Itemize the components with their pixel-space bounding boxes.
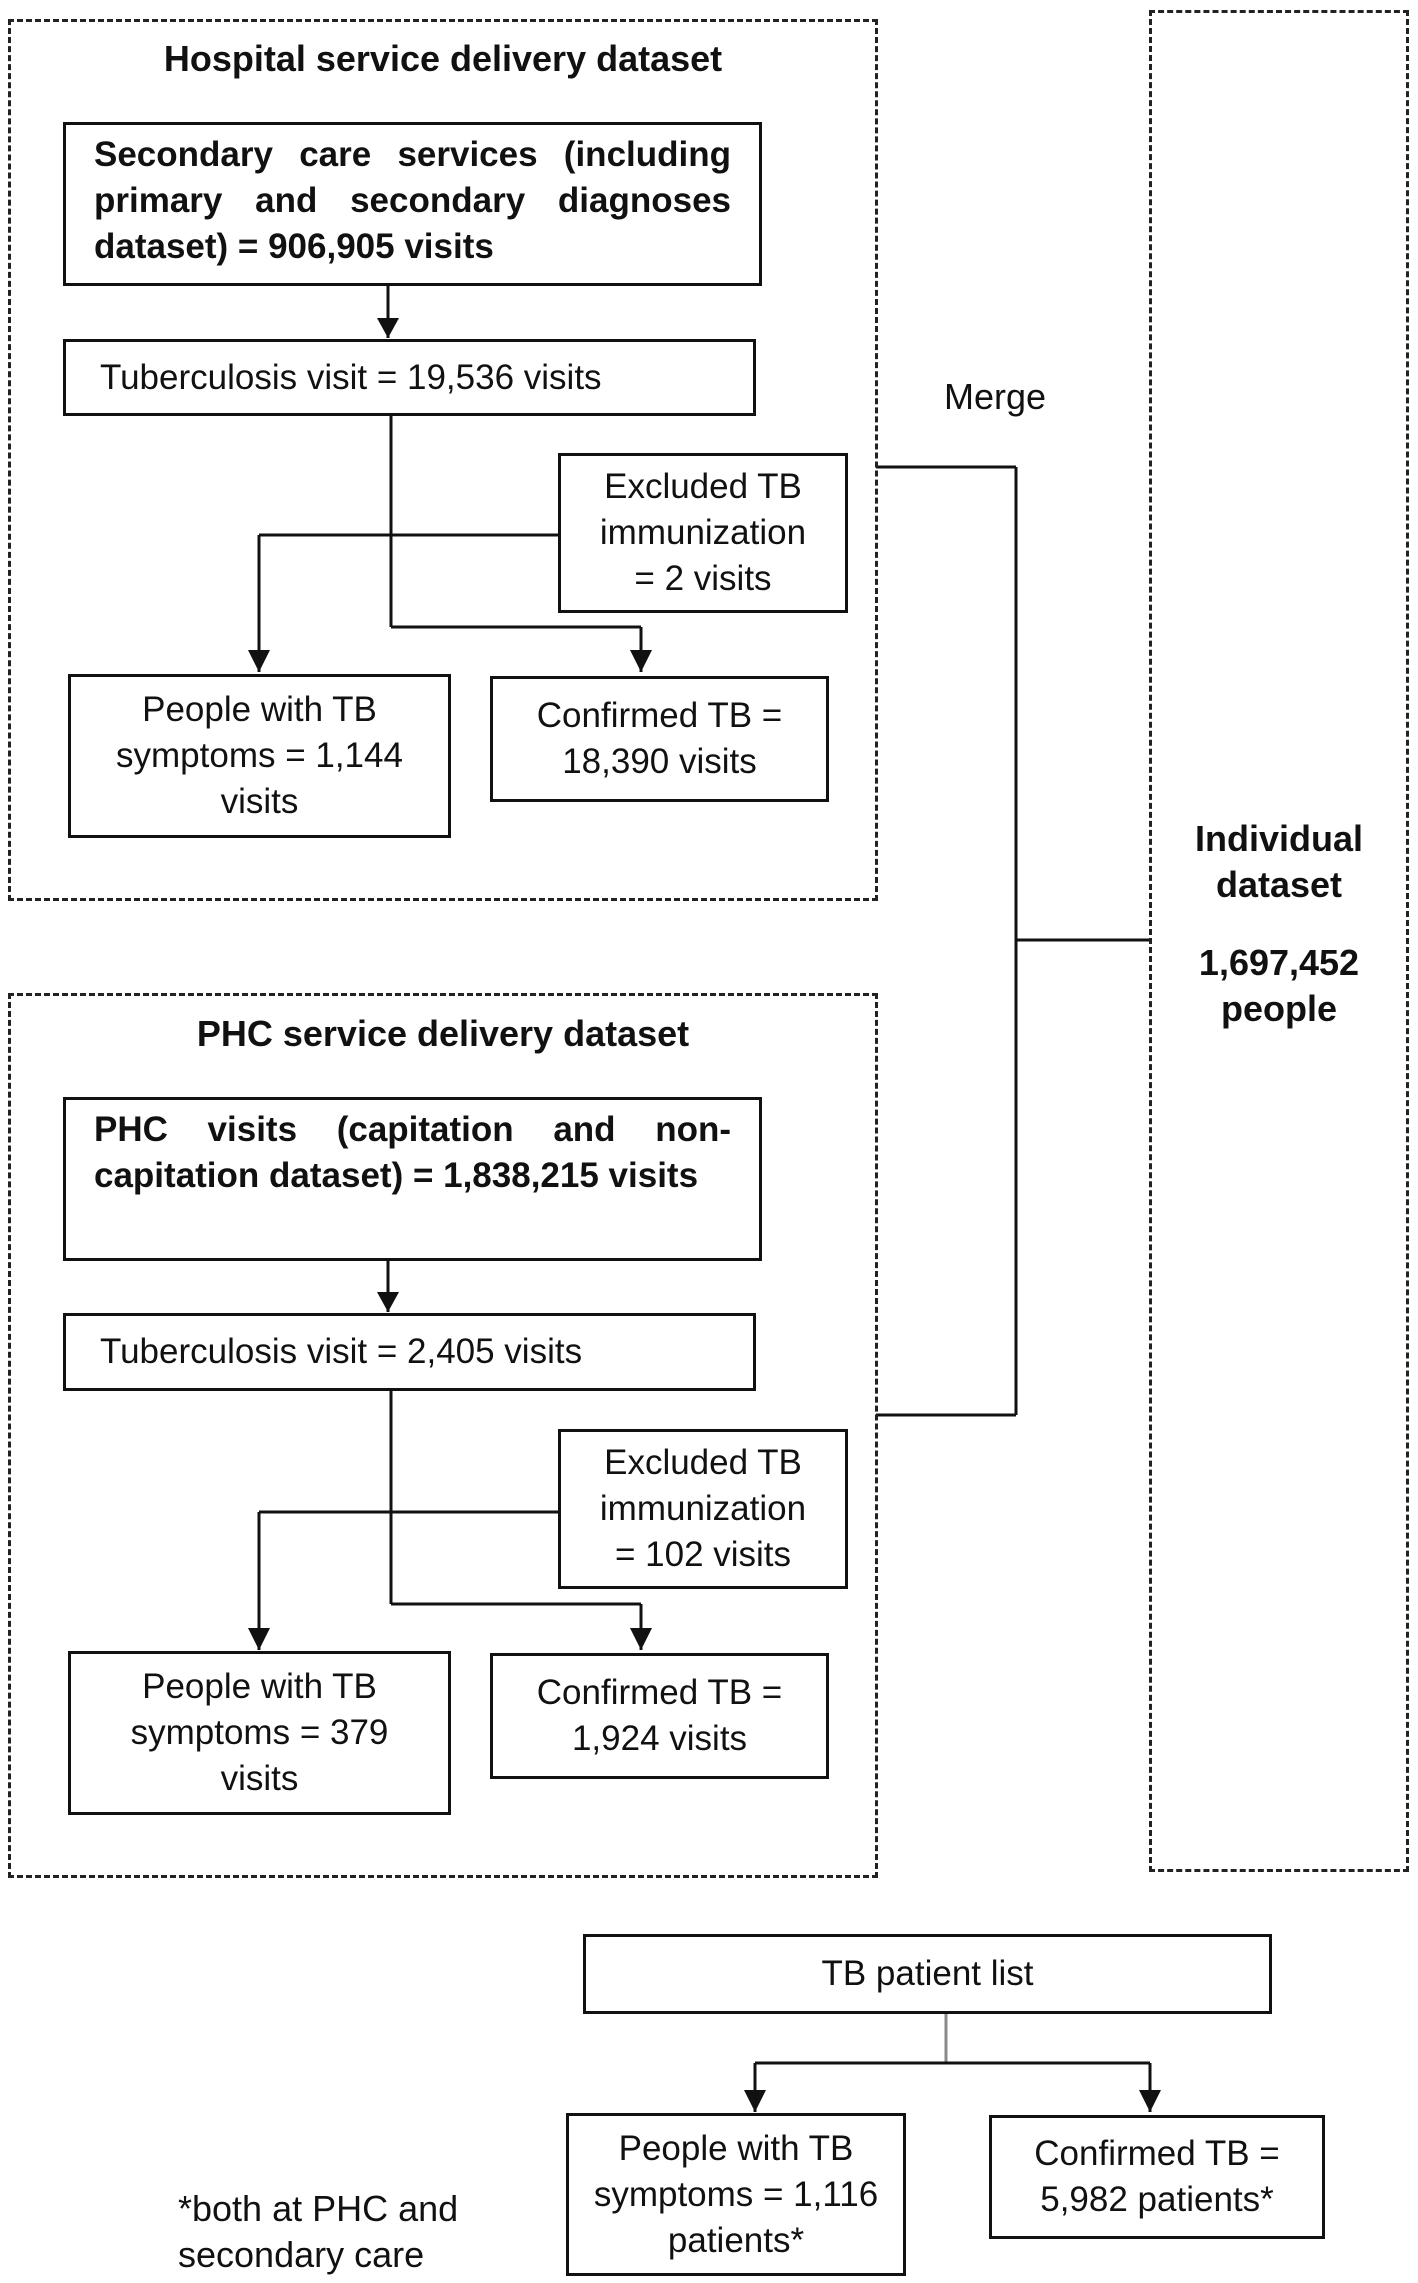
individual-dataset-title: Individual dataset	[1194, 818, 1363, 905]
phc-visits-text: PHC visits (capitation and non-capitatio…	[94, 1110, 731, 1195]
individual-dataset-frame	[1149, 10, 1409, 1872]
hospital-excluded-box: Excluded TB immunization = 2 visits	[558, 453, 848, 613]
phc-excluded-box: Excluded TB immunization = 102 visits	[558, 1429, 848, 1589]
tb-patient-list-text: TB patient list	[821, 1954, 1034, 1993]
hospital-symptoms-text: People with TB symptoms = 1,144 visits	[116, 690, 403, 821]
arrow-phc-confirmed	[630, 1628, 652, 1650]
hospital-tb-visit-box: Tuberculosis visit = 19,536 visits	[63, 339, 756, 416]
secondary-care-services-box: Secondary care services (including prima…	[63, 122, 762, 286]
patient-symptoms-text: People with TB symptoms = 1,116 patients…	[593, 2128, 879, 2260]
hospital-dataset-frame	[8, 19, 878, 901]
patient-symptoms-box: People with TB symptoms = 1,116 patients…	[566, 2113, 906, 2276]
arrow-patient-confirmed	[1139, 2090, 1161, 2112]
phc-symptoms-text: People with TB symptoms = 379 visits	[130, 1667, 389, 1798]
arrow-patient-symptoms	[744, 2090, 766, 2112]
phc-tb-visit-box: Tuberculosis visit = 2,405 visits	[63, 1313, 756, 1391]
arrow-phc-symptoms	[248, 1628, 270, 1650]
hospital-confirmed-text: Confirmed TB = 18,390 visits	[536, 696, 783, 781]
arrow-phc-visits-to-tb	[377, 1292, 399, 1312]
patient-confirmed-text: Confirmed TB = 5,982 patients*	[1034, 2134, 1280, 2219]
hospital-symptoms-box: People with TB symptoms = 1,144 visits	[68, 674, 451, 838]
phc-dataset-frame	[8, 993, 878, 1878]
arrow-hosp-confirmed	[630, 650, 652, 672]
phc-confirmed-text: Confirmed TB = 1,924 visits	[536, 1673, 783, 1758]
phc-excluded-text: Excluded TB immunization = 102 visits	[599, 1443, 807, 1574]
individual-dataset-count: 1,697,452 people	[1198, 942, 1360, 1029]
footnote: *both at PHC and secondary care	[178, 2188, 459, 2275]
tb-patient-list-box: TB patient list	[583, 1934, 1272, 2014]
merge-label: Merge	[944, 376, 1047, 417]
hospital-tb-visit-text: Tuberculosis visit = 19,536 visits	[100, 357, 602, 397]
patient-confirmed-box: Confirmed TB = 5,982 patients*	[989, 2115, 1325, 2239]
phc-symptoms-box: People with TB symptoms = 379 visits	[68, 1651, 451, 1815]
phc-dataset-title: PHC service delivery dataset	[196, 1013, 690, 1054]
hospital-confirmed-box: Confirmed TB = 18,390 visits	[490, 676, 829, 802]
phc-tb-visit-text: Tuberculosis visit = 2,405 visits	[100, 1332, 583, 1371]
hospital-excluded-text: Excluded TB immunization = 2 visits	[599, 467, 807, 598]
phc-visits-box: PHC visits (capitation and non-capitatio…	[63, 1097, 762, 1261]
phc-confirmed-box: Confirmed TB = 1,924 visits	[490, 1653, 829, 1779]
arrow-hosp-secondary-to-tb	[377, 318, 399, 338]
arrow-hosp-symptoms	[248, 650, 270, 672]
hospital-dataset-title: Hospital service delivery dataset	[163, 38, 723, 79]
secondary-care-services-text: Secondary care services (including prima…	[94, 135, 731, 266]
